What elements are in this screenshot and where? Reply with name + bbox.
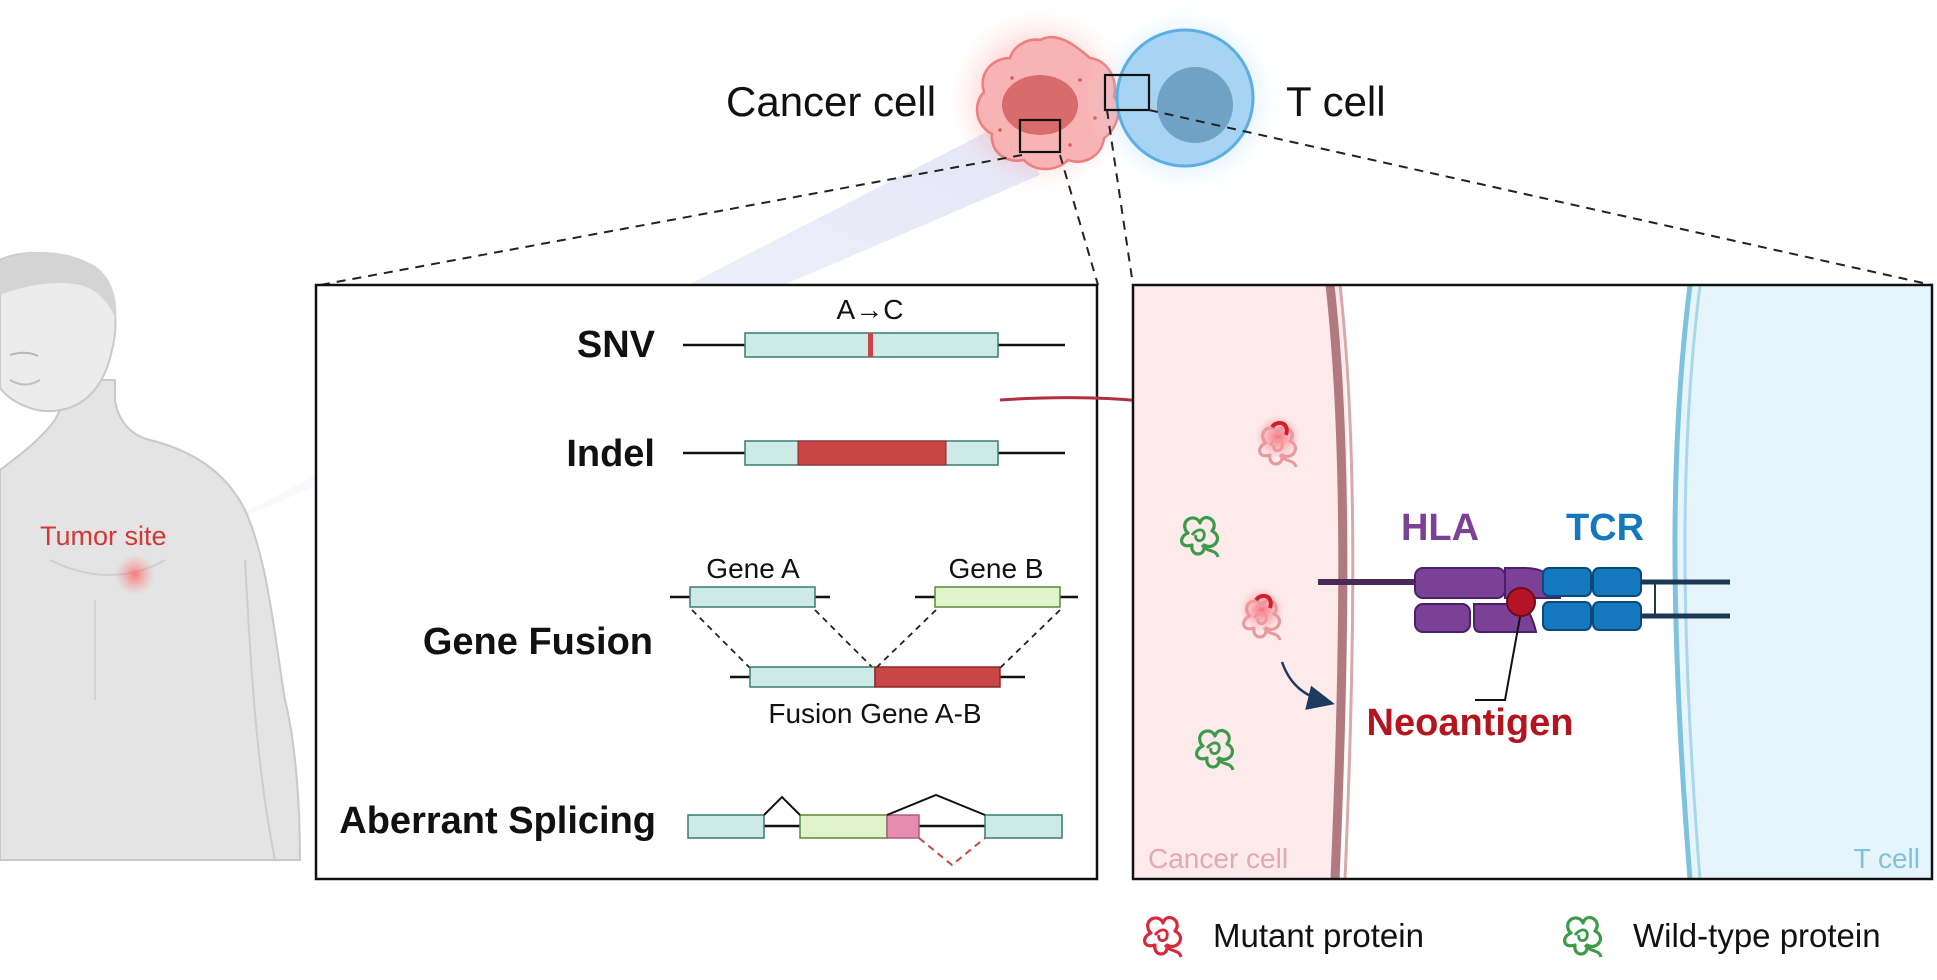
tcr-beta-2 [1592, 601, 1642, 631]
synapse-zoom-box [1103, 73, 1151, 112]
legend-wild-type-label: Wild-type protein [1633, 917, 1881, 954]
tcr-alpha-2 [1592, 567, 1642, 597]
tcr-beta-1 [1542, 601, 1592, 631]
mutant-protein-icon [1142, 915, 1183, 959]
hla-label: HLA [1401, 507, 1479, 549]
t-cell-title: T cell [1286, 78, 1386, 125]
hla-tcr-complex [1318, 567, 1730, 701]
wild-type-protein-icon [1562, 915, 1603, 959]
t-cell-membrane [1672, 284, 1693, 880]
legend-mutant-label: Mutant protein [1213, 917, 1424, 954]
hair-shape [0, 251, 117, 320]
gene-fusion-label: Gene Fusion [423, 621, 653, 663]
synapse-cancer-cell-label: Cancer cell [1148, 843, 1288, 874]
cancer-cytoplasm [1133, 285, 1349, 879]
snv-substitution: A→C [837, 294, 904, 325]
t-cell-cytoplasm [1674, 285, 1932, 879]
gene-b-label: Gene B [949, 553, 1044, 584]
torso-shape [0, 379, 302, 861]
gene-b-bar [934, 586, 1061, 608]
splice-retained-segment [886, 814, 920, 839]
synapse-t-cell-label: T cell [1854, 843, 1920, 874]
cancer-cell [940, 0, 1140, 200]
snv-point-mutation [868, 333, 873, 357]
zoom-lines [319, 109, 1933, 286]
cancer-membrane [1325, 284, 1348, 880]
aberrant-splicing-diagram [687, 793, 1063, 867]
gene-a-bar [689, 586, 816, 608]
neoantigen-peptide [1506, 587, 1536, 617]
mutant-protein-1 [1256, 415, 1300, 469]
tumor-site-marker [115, 555, 155, 595]
tcr-label: TCR [1566, 507, 1644, 549]
snv-gene [683, 332, 1065, 358]
snv-label: SNV [577, 324, 656, 366]
legend: Mutant protein Wild-type protein [1142, 915, 1881, 959]
gene-fusion-diagram [670, 586, 1078, 688]
indel-gene [683, 440, 1065, 466]
tumor-site-label: Tumor site [40, 521, 167, 551]
tcr-alpha-1 [1542, 567, 1592, 597]
hla-alpha-top [1414, 567, 1506, 599]
indel-label: Indel [566, 433, 655, 475]
presentation-arrow [1280, 661, 1335, 710]
fusion-product-label: Fusion Gene A-B [768, 698, 981, 729]
cancer-zoom-box [1018, 118, 1062, 154]
gene-a-label: Gene A [706, 553, 800, 584]
fusion-part-b [874, 666, 1001, 688]
cancer-cell-title: Cancer cell [726, 78, 936, 125]
hla-alpha-bottom [1414, 603, 1471, 633]
synapse-panel [1131, 283, 1934, 881]
aberrant-splicing-label: Aberrant Splicing [339, 800, 656, 842]
neoantigen-label: Neoantigen [1367, 702, 1574, 744]
fusion-part-a [749, 666, 876, 688]
t-cell [1085, 0, 1285, 200]
indel-insert [797, 440, 947, 466]
mutant-protein-2 [1240, 588, 1284, 642]
mutations-panel [314, 283, 1099, 881]
